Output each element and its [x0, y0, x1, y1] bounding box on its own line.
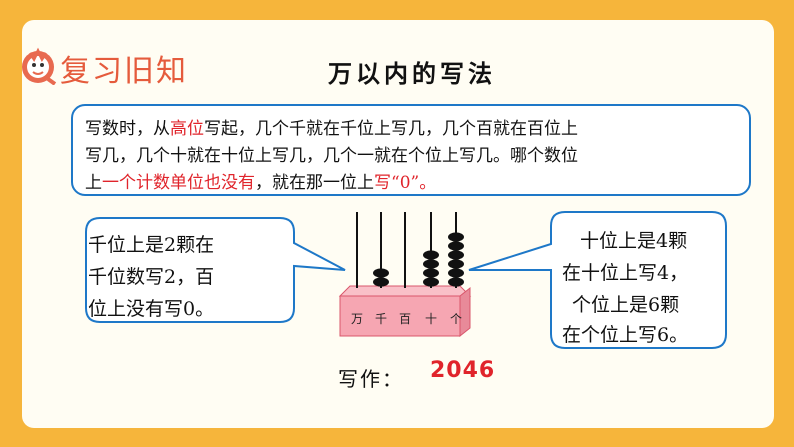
abacus-bead — [448, 250, 464, 259]
abacus-bead — [448, 241, 464, 250]
abacus-place-label: 十 — [425, 310, 437, 327]
abacus-bead — [448, 232, 464, 241]
abacus-bead — [448, 277, 464, 286]
answer-value: 2046 — [430, 358, 495, 383]
abacus-bead — [448, 268, 464, 277]
abacus-place-label: 个 — [450, 310, 462, 327]
abacus-bead — [423, 259, 439, 268]
abacus-bead — [423, 250, 439, 259]
abacus-bead — [448, 259, 464, 268]
abacus-bead — [423, 268, 439, 277]
abacus-place-label: 百 — [399, 310, 411, 327]
answer-label: 写作： — [338, 363, 404, 392]
abacus-place-label: 千 — [375, 310, 387, 327]
abacus-bead — [423, 277, 439, 286]
abacus-bead — [373, 277, 389, 286]
abacus-place-label: 万 — [351, 310, 363, 327]
abacus-bead — [373, 268, 389, 277]
